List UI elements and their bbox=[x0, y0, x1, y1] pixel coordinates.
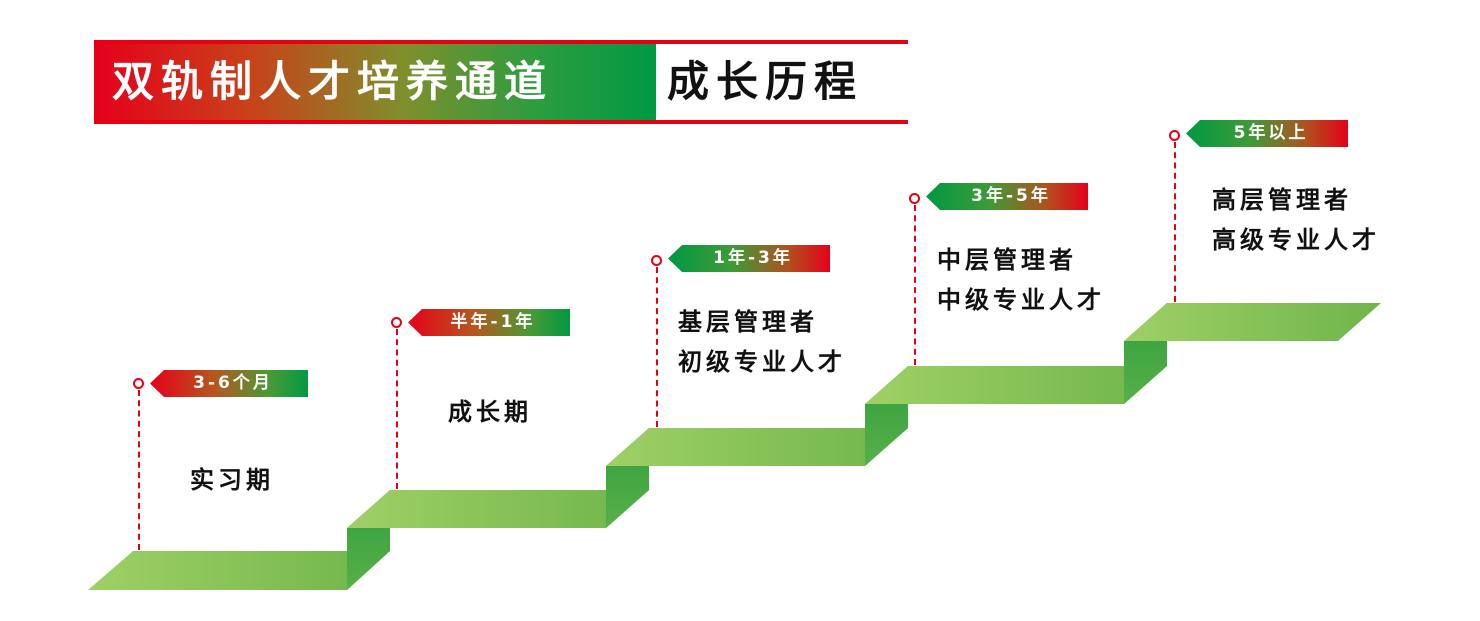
stair-tread-2 bbox=[347, 490, 649, 528]
step-3-stage-line-1: 基层管理者 bbox=[678, 308, 818, 336]
stair-tread-5 bbox=[1124, 303, 1381, 341]
title-banner: 双轨制人才培养通道 成长历程 bbox=[94, 40, 908, 124]
step-5-duration-tag: 5年以上 bbox=[1186, 120, 1348, 147]
step-2-pin-icon bbox=[391, 317, 402, 328]
step-1-stage-label: 实习期 bbox=[190, 466, 274, 494]
step-3-pin-icon bbox=[651, 255, 662, 266]
step-2-stage-label: 成长期 bbox=[448, 398, 532, 426]
step-3-dashed-line bbox=[656, 267, 658, 427]
step-3-stage-line-2: 初级专业人才 bbox=[678, 348, 846, 376]
step-1-duration-tag: 3-6个月 bbox=[150, 370, 308, 397]
step-1-dashed-line bbox=[138, 390, 140, 550]
title-red-rule bbox=[94, 40, 908, 124]
stair-tread-1 bbox=[88, 551, 390, 590]
step-1-pin-icon bbox=[133, 378, 144, 389]
step-5-pin-icon bbox=[1169, 130, 1180, 141]
step-3-duration-tag: 1年-3年 bbox=[668, 245, 830, 272]
stair-tread-4 bbox=[865, 366, 1167, 404]
step-4-duration-tag: 3年-5年 bbox=[926, 183, 1088, 210]
step-4-stage-line-2: 中级专业人才 bbox=[937, 286, 1105, 314]
step-2-dashed-line bbox=[396, 329, 398, 489]
step-5-stage-line-2: 高级专业人才 bbox=[1212, 226, 1380, 254]
banner-subtitle: 成长历程 bbox=[667, 57, 864, 106]
banner-title: 双轨制人才培养通道 bbox=[112, 57, 554, 106]
title-gradient-block bbox=[94, 40, 656, 124]
stair-tread-3 bbox=[606, 428, 908, 466]
step-5-dashed-line bbox=[1174, 142, 1176, 302]
step-4-stage-line-1: 中层管理者 bbox=[937, 246, 1077, 274]
step-4-dashed-line bbox=[914, 205, 916, 365]
step-4-pin-icon bbox=[909, 193, 920, 204]
step-2-duration-tag: 半年-1年 bbox=[408, 309, 570, 336]
step-5-stage-line-1: 高层管理者 bbox=[1212, 186, 1352, 214]
